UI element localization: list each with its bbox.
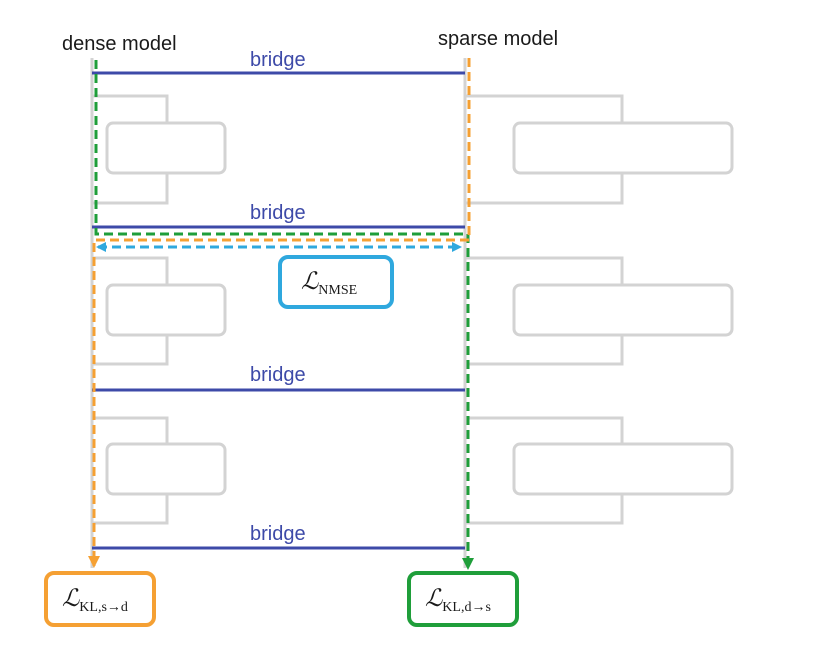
bridge-4: bridge (92, 523, 465, 550)
dense-block-3 (92, 416, 227, 525)
sparse-block-3 (465, 416, 734, 525)
kl-s-to-d-loss-label: ℒKL,s→d (62, 584, 128, 615)
sparse-block-2 (465, 256, 734, 366)
bridge-label: bridge (250, 202, 306, 224)
kl-d-to-s-loss-label: ℒKL,d→s (425, 584, 491, 615)
nmse-loss-box: ℒNMSE (278, 255, 394, 309)
bridge-2: bridge (92, 202, 465, 229)
dense-model-label: dense model (62, 33, 177, 55)
bridge-label: bridge (250, 364, 306, 386)
dense-block-2 (92, 256, 227, 366)
green-dashed-path (94, 60, 474, 570)
bridge-label: bridge (250, 49, 306, 71)
bridge-label: bridge (250, 523, 306, 545)
dense-block-1 (92, 94, 227, 205)
kl-s-to-d-loss-box: ℒKL,s→d (44, 571, 156, 627)
bridge-3: bridge (92, 364, 465, 392)
nmse-loss-label: ℒNMSE (301, 267, 357, 298)
sparse-model-label: sparse model (438, 28, 558, 50)
orange-dashed-path (88, 58, 471, 568)
bridge-1: bridge (92, 49, 465, 75)
sparse-block-1 (465, 94, 734, 205)
kl-d-to-s-loss-box: ℒKL,d→s (407, 571, 519, 627)
